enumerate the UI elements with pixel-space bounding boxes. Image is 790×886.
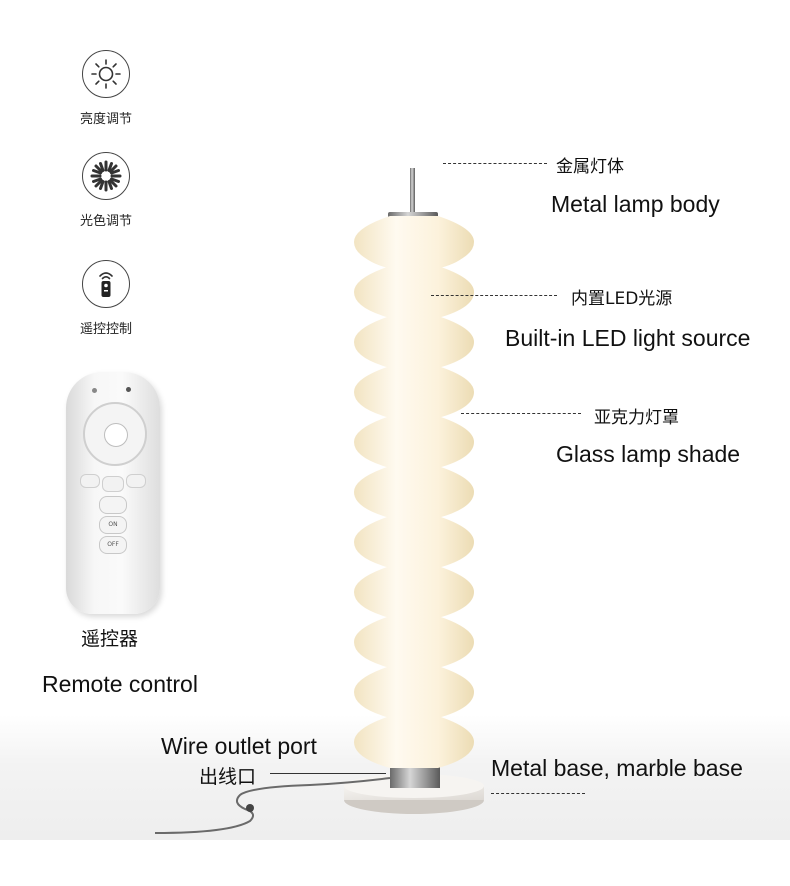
remote-icon: [82, 260, 130, 308]
shade-segment: [354, 566, 474, 618]
shade-segment: [354, 616, 474, 668]
callout-shade-en: Glass lamp shade: [556, 441, 741, 467]
shade-segment: [354, 216, 474, 268]
shade-segment: [354, 366, 474, 418]
shade-segment: [354, 516, 474, 568]
remote-center-button: [104, 423, 128, 447]
remote-mode-button: [126, 474, 146, 488]
remote-control-image: ON OFF: [66, 372, 160, 614]
callout-wire-en: Wire outlet port: [161, 733, 317, 759]
remote-dial: [83, 402, 147, 466]
callout-shade-cn: 亚克力灯罩: [594, 408, 679, 428]
feature-color-temperature: 光色调节: [74, 152, 138, 229]
remote-mode-button: [80, 474, 100, 488]
sun-icon: [82, 50, 130, 98]
remote-on-button: ON: [99, 516, 127, 534]
shade-segment: [354, 266, 474, 318]
callout-line: [443, 163, 547, 164]
color-wheel-icon: [82, 152, 130, 200]
callout-wire-cn: 出线口: [199, 766, 257, 788]
shade-segment: [354, 666, 474, 718]
feature-caption: 遥控控制: [79, 322, 132, 337]
shade-segment: [354, 416, 474, 468]
callout-metal-body-cn: 金属灯体: [556, 157, 624, 177]
callout-led-cn: 内置LED光源: [571, 289, 673, 309]
power-cord: [154, 777, 391, 834]
shade-segment: [354, 466, 474, 518]
remote-label-en: Remote control: [42, 671, 198, 697]
shade-segment: [354, 316, 474, 368]
feature-caption: 亮度调节: [79, 112, 132, 127]
callout-line: [270, 773, 386, 774]
remote-label-cn: 遥控器: [81, 628, 139, 650]
feature-caption: 光色调节: [79, 214, 132, 229]
callout-base-en: Metal base, marble base: [491, 755, 743, 781]
remote-mode-button: [102, 476, 124, 492]
feature-brightness: 亮度调节: [74, 50, 138, 127]
lamp-illustration: [344, 168, 484, 814]
callout-metal-body-en: Metal lamp body: [551, 191, 720, 217]
shade-segment: [354, 716, 474, 768]
callout-line: [431, 295, 557, 296]
callout-line: [491, 793, 585, 794]
callout-line: [461, 413, 581, 414]
feature-remote: 遥控控制: [74, 260, 138, 337]
callout-led-en: Built-in LED light source: [505, 325, 751, 351]
remote-power-icon: [126, 387, 131, 392]
remote-indicator: [92, 388, 97, 393]
remote-brightness-button: [99, 496, 127, 514]
remote-off-button: OFF: [99, 536, 127, 554]
